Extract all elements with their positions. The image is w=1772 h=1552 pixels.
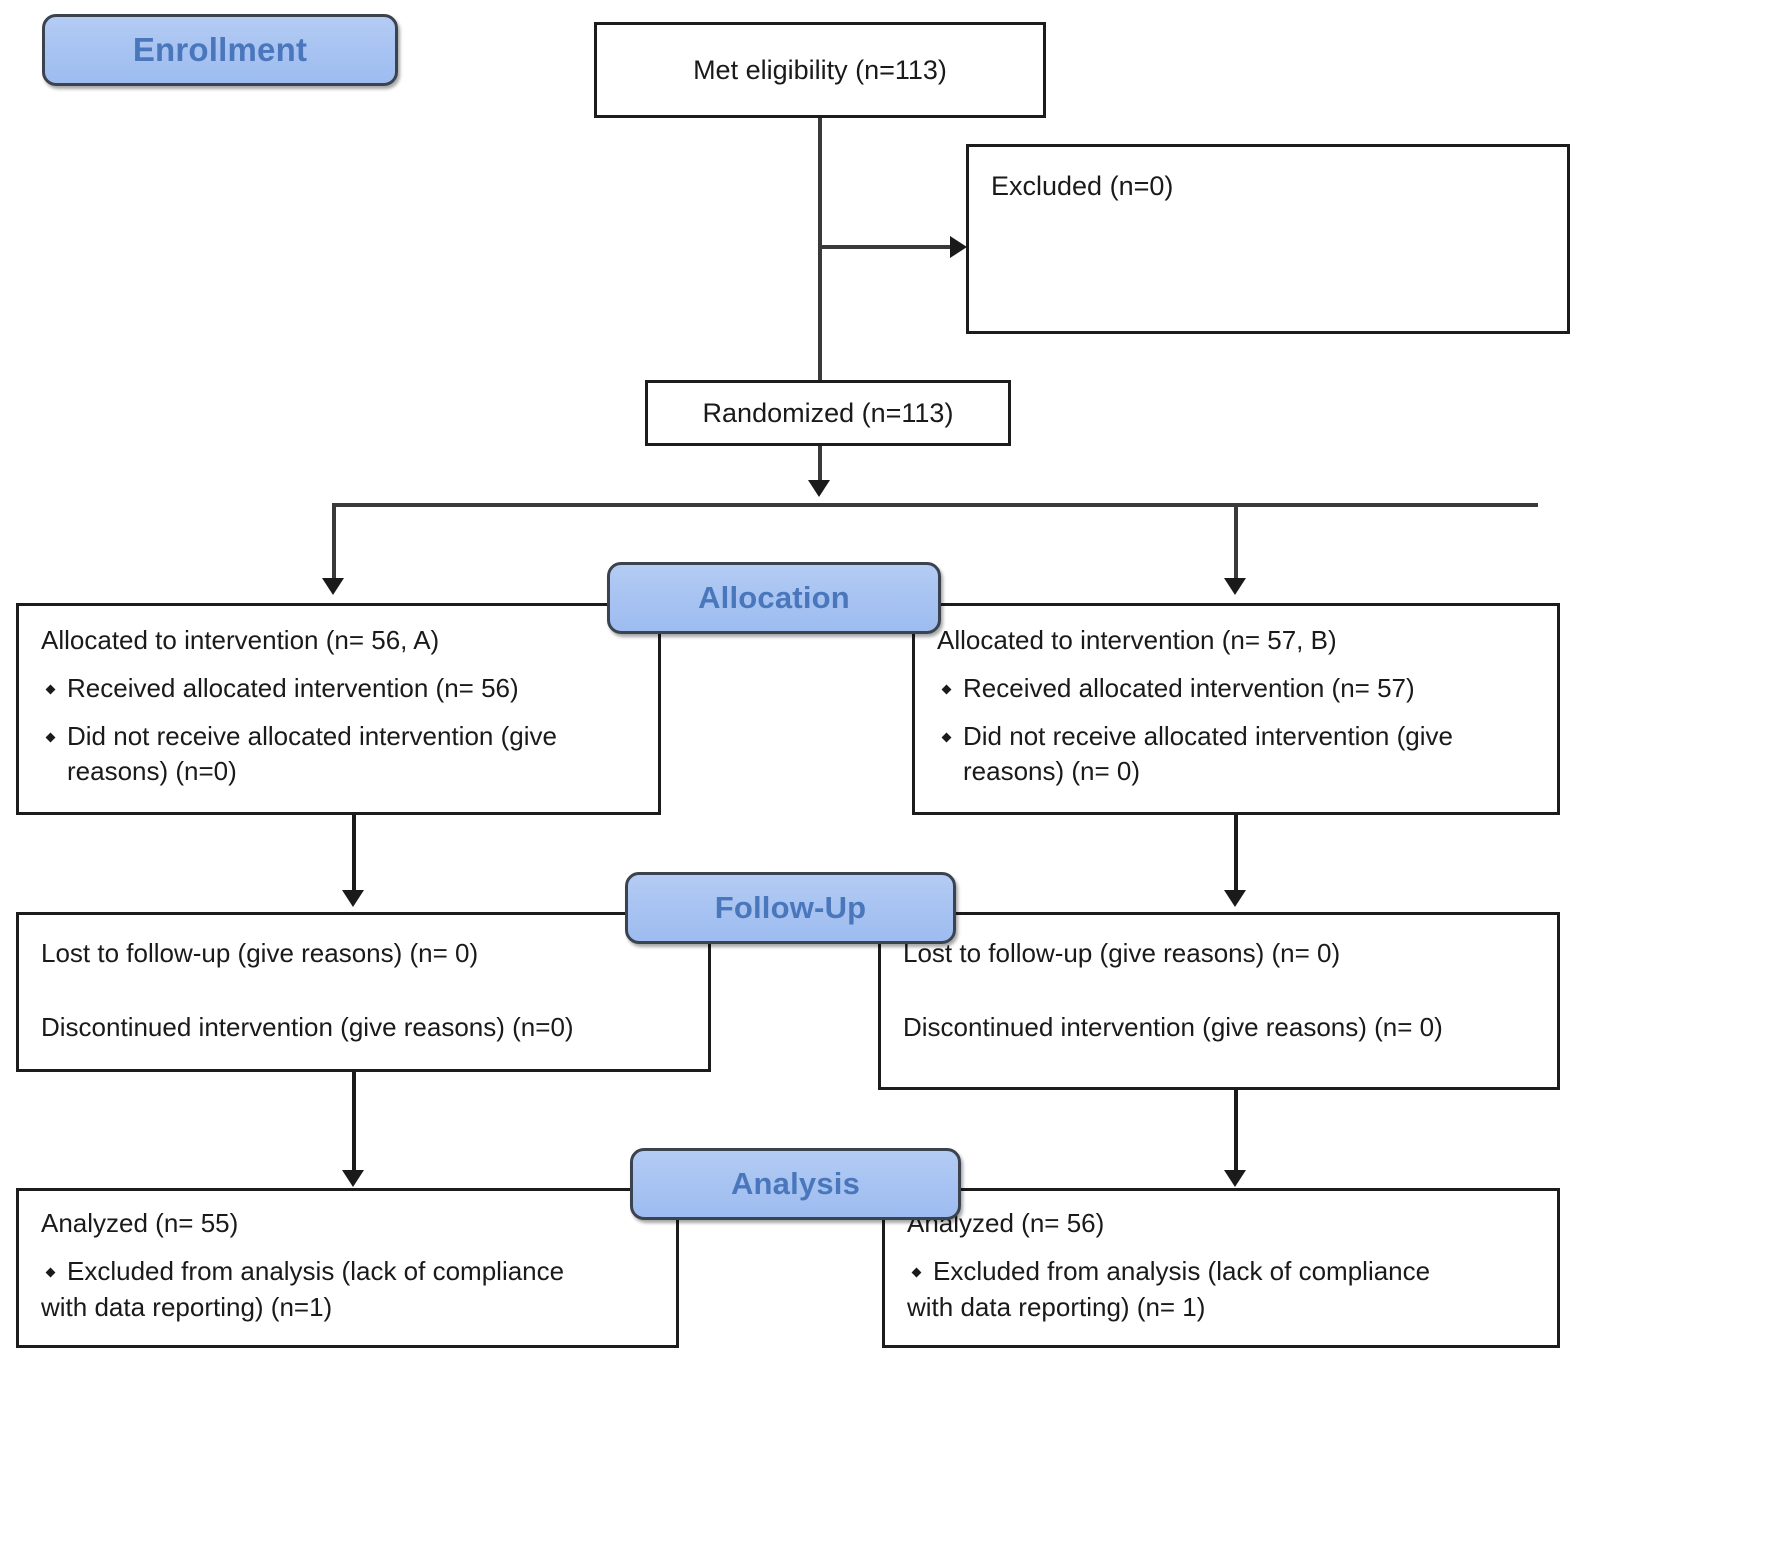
box-followup-right-body: Lost to follow-up (give reasons) (n= 0) … [903,937,1543,1045]
followup-right-line-1: Lost to follow-up (give reasons) (n= 0) [903,938,1341,968]
arrow-followup-left [342,890,364,907]
stage-label-followup-text: Follow-Up [714,890,867,925]
allocation-left-heading: Allocated to intervention (n= 56, A) [41,625,440,655]
box-allocation-right: Allocated to intervention (n= 57, B) Rec… [912,603,1560,815]
followup-left-line-1: Lost to follow-up (give reasons) (n= 0) [41,938,479,968]
analysis-right-bullet-1: Excluded from analysis (lack of complian… [907,1255,1543,1289]
analysis-left-bullet-1-cont: with data reporting) (n=1) [41,1291,333,1322]
allocation-left-bullet-1: Received allocated intervention (n= 56) [41,672,644,706]
arrow-randomized-down [808,480,830,497]
box-followup-left-body: Lost to follow-up (give reasons) (n= 0) … [41,937,694,1045]
box-analysis-left: Analyzed (n= 55) Excluded from analysis … [16,1188,679,1348]
analysis-right-bullet-1-cont: with data reporting) (n= 1) [907,1291,1206,1322]
arrow-to-excluded [950,236,967,258]
analysis-left-bullet-1: Excluded from analysis (lack of complian… [41,1255,662,1289]
connector-allocation-right-to-followup [1234,815,1238,901]
box-allocation-right-body: Allocated to intervention (n= 57, B) Rec… [937,624,1543,789]
stage-label-enrollment: Enrollment [42,14,398,86]
analysis-right-heading: Analyzed (n= 56) [907,1208,1105,1238]
analysis-left-heading: Analyzed (n= 55) [41,1208,239,1238]
followup-left-line-2: Discontinued intervention (give reasons)… [41,1011,574,1042]
stage-label-enrollment-text: Enrollment [132,31,308,68]
connector-followup-right-to-analysis [1234,1090,1238,1182]
connector-eligibility-to-randomized [818,118,822,382]
allocation-right-heading: Allocated to intervention (n= 57, B) [937,625,1337,655]
box-met-eligibility-text: Met eligibility (n=113) [693,55,947,85]
stage-label-allocation-text: Allocation [698,580,850,615]
box-allocation-left: Allocated to intervention (n= 56, A) Rec… [16,603,661,815]
connector-randomized-down [818,446,822,490]
connector-followup-left-to-analysis [352,1072,356,1182]
box-excluded: Excluded (n=0) [966,144,1570,334]
allocation-right-bullet-2-cont: reasons) (n= 0) [963,756,1141,787]
arrow-allocation-right [1224,578,1246,595]
allocation-left-bullet-2: Did not receive allocated intervention (… [41,720,644,754]
connector-split-right-down [1234,503,1238,589]
stage-label-analysis-text: Analysis [730,1166,861,1201]
allocation-right-bullet-1: Received allocated intervention (n= 57) [937,672,1543,706]
box-allocation-left-body: Allocated to intervention (n= 56, A) Rec… [41,624,644,789]
arrow-analysis-left [342,1170,364,1187]
allocation-left-bullet-2-cont: reasons) (n=0) [67,756,237,787]
box-excluded-text: Excluded (n=0) [991,171,1174,201]
stage-label-followup: Follow-Up [625,872,956,944]
connector-randomized-split [332,503,1538,507]
connector-split-left-down [332,503,336,589]
stage-label-allocation: Allocation [607,562,941,634]
followup-right-line-2: Discontinued intervention (give reasons)… [903,1011,1443,1042]
box-randomized: Randomized (n=113) [645,380,1011,446]
connector-to-excluded [820,245,955,249]
arrow-analysis-right [1224,1170,1246,1187]
box-analysis-right: Analyzed (n= 56) Excluded from analysis … [882,1188,1560,1348]
allocation-right-bullet-2: Did not receive allocated intervention (… [937,720,1543,754]
connector-allocation-left-to-followup [352,815,356,901]
arrow-allocation-left [322,578,344,595]
arrow-followup-right [1224,890,1246,907]
box-met-eligibility: Met eligibility (n=113) [594,22,1046,118]
stage-label-analysis: Analysis [630,1148,961,1220]
box-followup-left: Lost to follow-up (give reasons) (n= 0) … [16,912,711,1072]
box-analysis-left-body: Analyzed (n= 55) Excluded from analysis … [41,1207,662,1324]
box-followup-right: Lost to follow-up (give reasons) (n= 0) … [878,912,1560,1090]
box-analysis-right-body: Analyzed (n= 56) Excluded from analysis … [907,1207,1543,1324]
box-randomized-text: Randomized (n=113) [702,398,954,428]
